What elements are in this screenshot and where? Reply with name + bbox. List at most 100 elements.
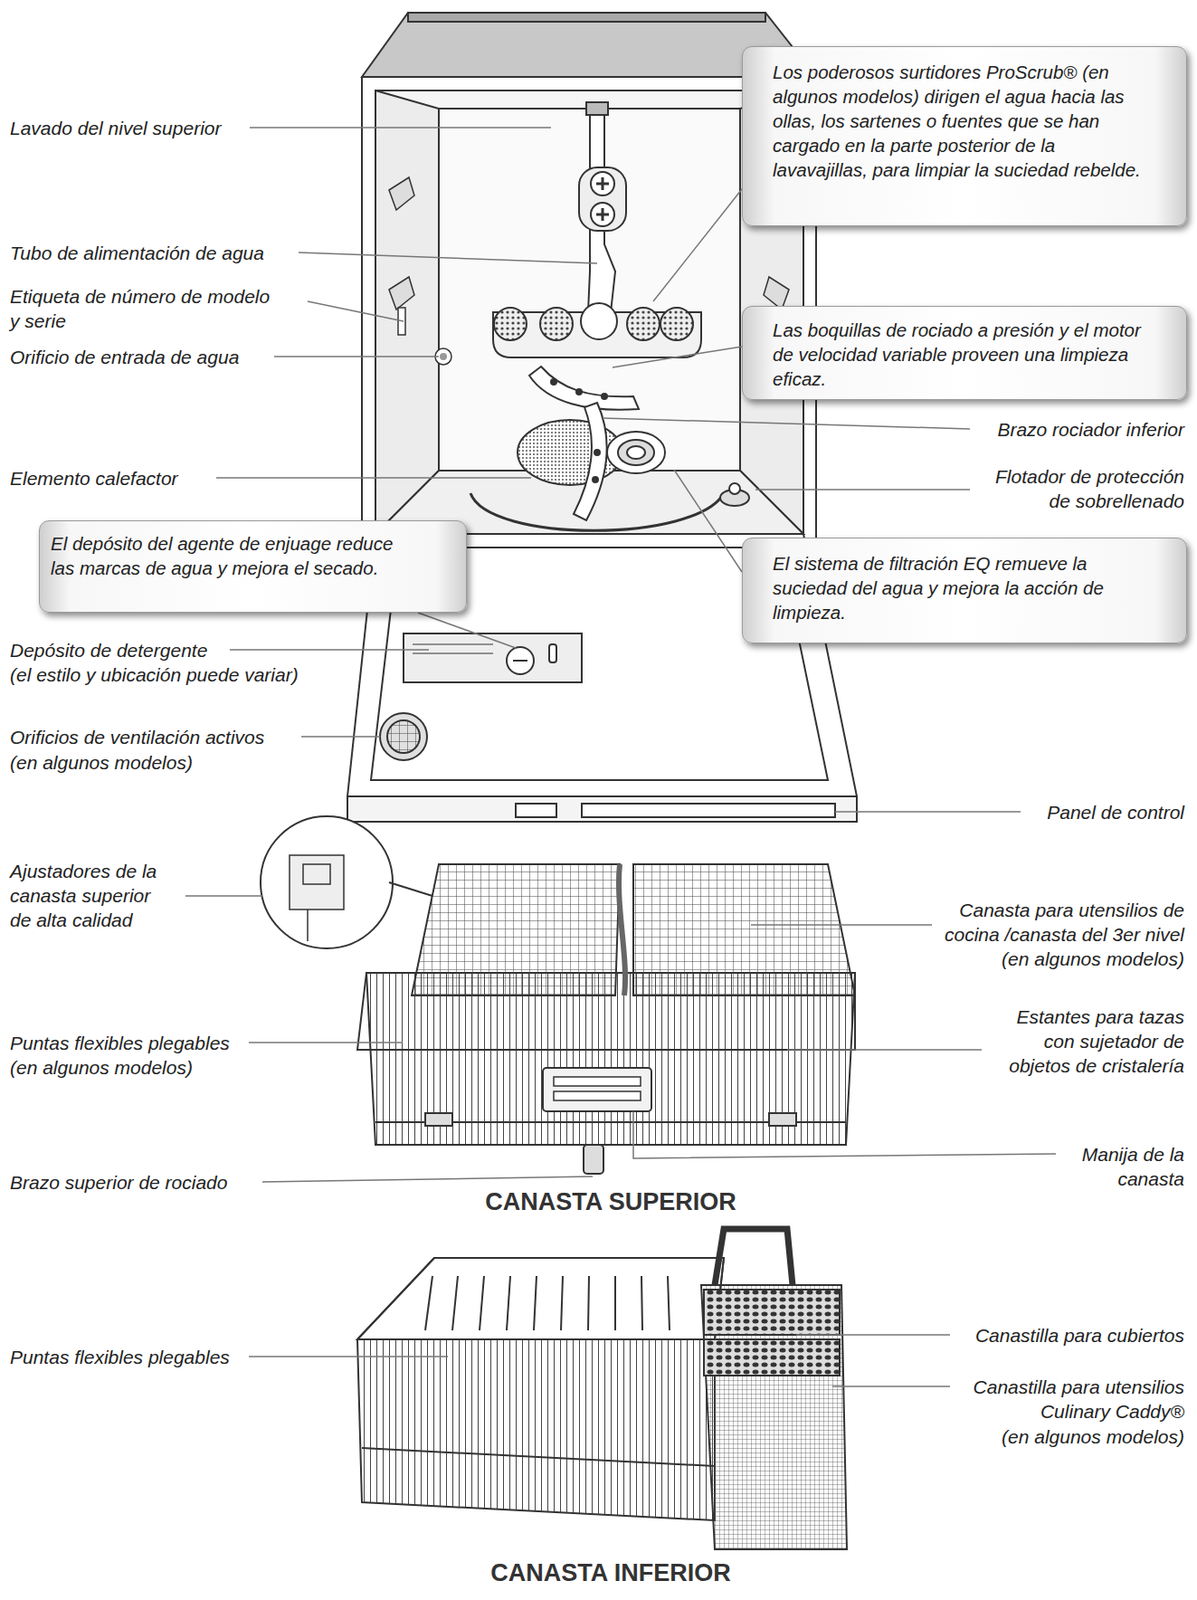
lower-rack bbox=[452, 1275, 458, 1330]
filter-and-arm bbox=[551, 379, 557, 385]
filter-and-arm bbox=[594, 449, 600, 456]
part-label: Lavado del nivel superior bbox=[9, 115, 221, 141]
water-tube bbox=[586, 102, 608, 115]
door bbox=[515, 803, 557, 817]
cabinet bbox=[375, 90, 439, 534]
part-label: Flotador de protección de sobrellenado bbox=[971, 464, 1185, 513]
filter-and-arm bbox=[529, 366, 639, 410]
filter-and-arm bbox=[729, 483, 741, 494]
leader-lines bbox=[653, 189, 742, 302]
filter-and-arm bbox=[576, 389, 582, 395]
upper-rack bbox=[553, 1076, 641, 1086]
callout-text: Los poderosos surtidores ProScrub® (en a… bbox=[772, 59, 1144, 182]
leader-lines bbox=[229, 648, 429, 651]
filter-and-arm bbox=[607, 431, 665, 474]
section-title: CANASTA SUPERIOR bbox=[484, 1187, 737, 1216]
upper-rack bbox=[306, 909, 309, 941]
leader-lines bbox=[274, 355, 439, 358]
lower-rack bbox=[357, 1339, 715, 1520]
spray-nozzles bbox=[580, 303, 618, 340]
door bbox=[403, 633, 582, 683]
upper-rack bbox=[411, 864, 620, 996]
lower-rack bbox=[357, 1257, 724, 1340]
part-label: Elemento calefactor bbox=[9, 465, 179, 491]
callout-box: El depósito del agente de enjuage reduce… bbox=[38, 520, 467, 613]
filter-and-arm bbox=[601, 393, 608, 399]
upper-rack bbox=[769, 1112, 797, 1126]
leader-lines bbox=[307, 301, 404, 322]
leader-lines bbox=[301, 735, 380, 738]
section-title: CANASTA INFERIOR bbox=[490, 1558, 732, 1587]
part-label: Canasta para utensilios de cocina /canas… bbox=[912, 897, 1185, 947]
part-label: (en algunos modelos) bbox=[9, 1054, 193, 1080]
leader-lines bbox=[248, 1355, 448, 1358]
leader-lines bbox=[835, 810, 1021, 813]
lower-rack bbox=[357, 1257, 724, 1340]
part-label: Estantes para tazas con sujetador de obj… bbox=[983, 1004, 1185, 1078]
spray-nozzles bbox=[540, 307, 573, 341]
lower-rack bbox=[714, 1228, 793, 1285]
upper-rack bbox=[425, 1112, 453, 1126]
lower-rack bbox=[479, 1275, 485, 1330]
leader-lines bbox=[185, 894, 263, 897]
filter-and-arm bbox=[627, 446, 646, 459]
leader-lines bbox=[832, 1385, 950, 1387]
upper-rack bbox=[260, 816, 855, 1174]
lower-rack bbox=[701, 1284, 847, 1549]
part-label: Brazo superior de rociado bbox=[9, 1169, 228, 1195]
callout-box: El sistema de filtración EQ remueve la s… bbox=[741, 537, 1188, 644]
spray-nozzles bbox=[627, 307, 660, 341]
upper-rack bbox=[618, 864, 626, 996]
leader-lines bbox=[674, 469, 742, 572]
lower-rack bbox=[425, 1275, 433, 1330]
leader-lines bbox=[262, 1176, 593, 1182]
lower-rack bbox=[667, 1275, 670, 1330]
cabinet bbox=[375, 90, 804, 534]
door bbox=[513, 659, 528, 662]
cabinet bbox=[361, 76, 363, 539]
spray-nozzles bbox=[493, 303, 702, 358]
leader-lines bbox=[787, 1048, 982, 1051]
door bbox=[387, 720, 420, 753]
water-tube bbox=[579, 167, 627, 231]
lower-rack bbox=[506, 1275, 511, 1330]
lower-rack bbox=[703, 1289, 840, 1335]
part-label: Canastilla para cubiertos bbox=[975, 1322, 1185, 1348]
callout-text: El sistema de filtración EQ remueve la s… bbox=[772, 551, 1144, 625]
lower-rack bbox=[425, 1275, 670, 1330]
door bbox=[380, 712, 428, 760]
part-label: Puntas flexibles plegables bbox=[9, 1344, 230, 1369]
part-label: Canastilla para utensilios Culinary Cadd… bbox=[944, 1374, 1185, 1424]
filter-and-arm bbox=[592, 476, 599, 483]
filter-and-arm bbox=[470, 366, 750, 531]
part-label: (el estilo y ubicación puede variar) bbox=[9, 662, 299, 687]
callout-text: El depósito del agente de enjuage reduce… bbox=[50, 531, 404, 580]
leader-lines bbox=[602, 418, 970, 429]
leader-lines bbox=[418, 612, 516, 648]
filter-and-arm bbox=[617, 439, 655, 466]
door bbox=[506, 646, 534, 675]
filter-and-arm bbox=[573, 402, 607, 521]
part-label: Manija de la canasta bbox=[1068, 1141, 1185, 1191]
leader-lines bbox=[249, 126, 551, 129]
leader-lines bbox=[796, 1333, 950, 1336]
leader-lines bbox=[216, 476, 532, 479]
part-label: Panel de control bbox=[1046, 799, 1185, 825]
leader-lines bbox=[612, 346, 742, 368]
leader-lines bbox=[755, 488, 970, 491]
part-label: Etiqueta de número de modelo y serie bbox=[9, 284, 282, 333]
upper-rack bbox=[542, 1067, 652, 1112]
door bbox=[412, 644, 494, 646]
leader-lines bbox=[633, 1111, 1056, 1159]
spray-nozzles bbox=[494, 307, 527, 341]
door bbox=[549, 644, 557, 663]
water-tube bbox=[579, 102, 627, 313]
part-label: Ajustadores de la canasta superior de al… bbox=[9, 858, 175, 932]
door bbox=[347, 796, 857, 822]
lower-rack bbox=[361, 1447, 715, 1466]
callout-text: Las boquillas de rociado a presión y el … bbox=[772, 317, 1153, 391]
lower-rack bbox=[560, 1275, 563, 1330]
part-label: (en algunos modelos) bbox=[1001, 946, 1185, 971]
cabinet bbox=[439, 352, 447, 361]
